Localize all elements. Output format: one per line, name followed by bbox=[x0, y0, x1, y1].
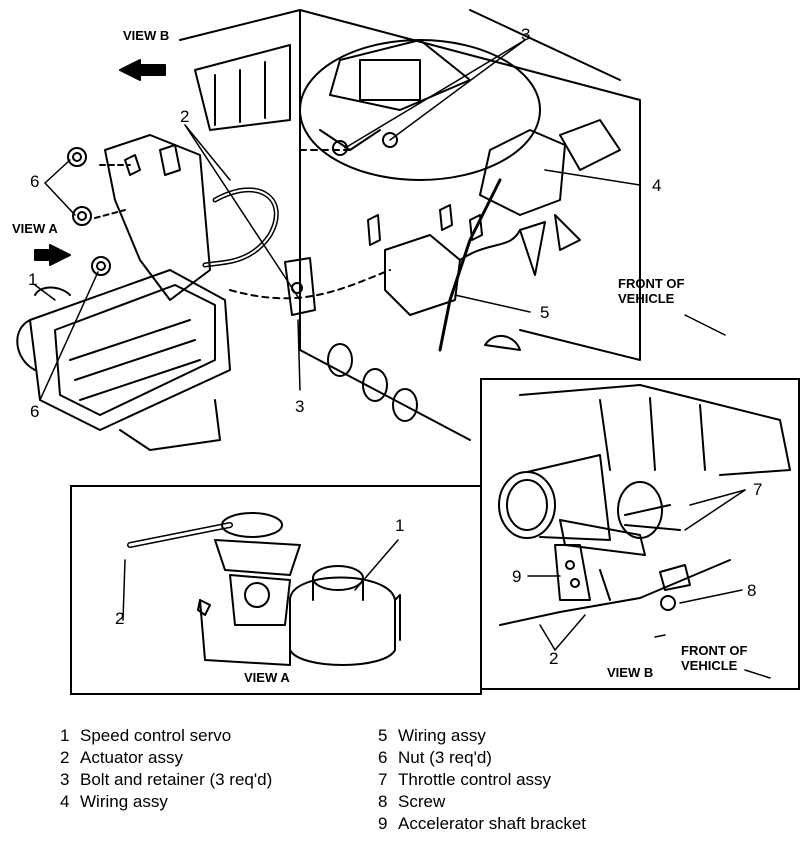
callout-3-top: 3 bbox=[521, 25, 531, 44]
view-a-side-label: VIEW A bbox=[12, 221, 58, 236]
callout-2-main: 2 bbox=[180, 107, 190, 126]
callout-1-view-a: 1 bbox=[395, 516, 405, 535]
callout-5: 5 bbox=[540, 303, 550, 322]
callout-6-upper: 6 bbox=[30, 172, 40, 191]
front-of-vehicle-panel-2: VEHICLE bbox=[681, 658, 738, 673]
callout-3-bottom: 3 bbox=[295, 397, 305, 416]
view-a-caption: VIEW A bbox=[244, 670, 290, 685]
view-b-caption: VIEW B bbox=[607, 665, 654, 680]
view-a-panel bbox=[70, 485, 482, 695]
callout-9: 9 bbox=[512, 567, 522, 586]
callout-2-view-a: 2 bbox=[115, 609, 125, 628]
front-of-vehicle-label-1: FRONT OF bbox=[618, 276, 685, 291]
front-of-vehicle-panel-1: FRONT OF bbox=[681, 643, 748, 658]
front-of-vehicle-label-2: VEHICLE bbox=[618, 291, 675, 306]
callout-6-lower: 6 bbox=[30, 402, 40, 421]
callout-7: 7 bbox=[753, 480, 763, 499]
callout-1-main: 1 bbox=[28, 270, 38, 289]
callout-8: 8 bbox=[747, 581, 757, 600]
view-b-top-label: VIEW B bbox=[123, 28, 170, 43]
view-b-panel bbox=[480, 378, 800, 690]
callout-4: 4 bbox=[652, 176, 662, 195]
callout-2-view-b: 2 bbox=[549, 649, 559, 668]
